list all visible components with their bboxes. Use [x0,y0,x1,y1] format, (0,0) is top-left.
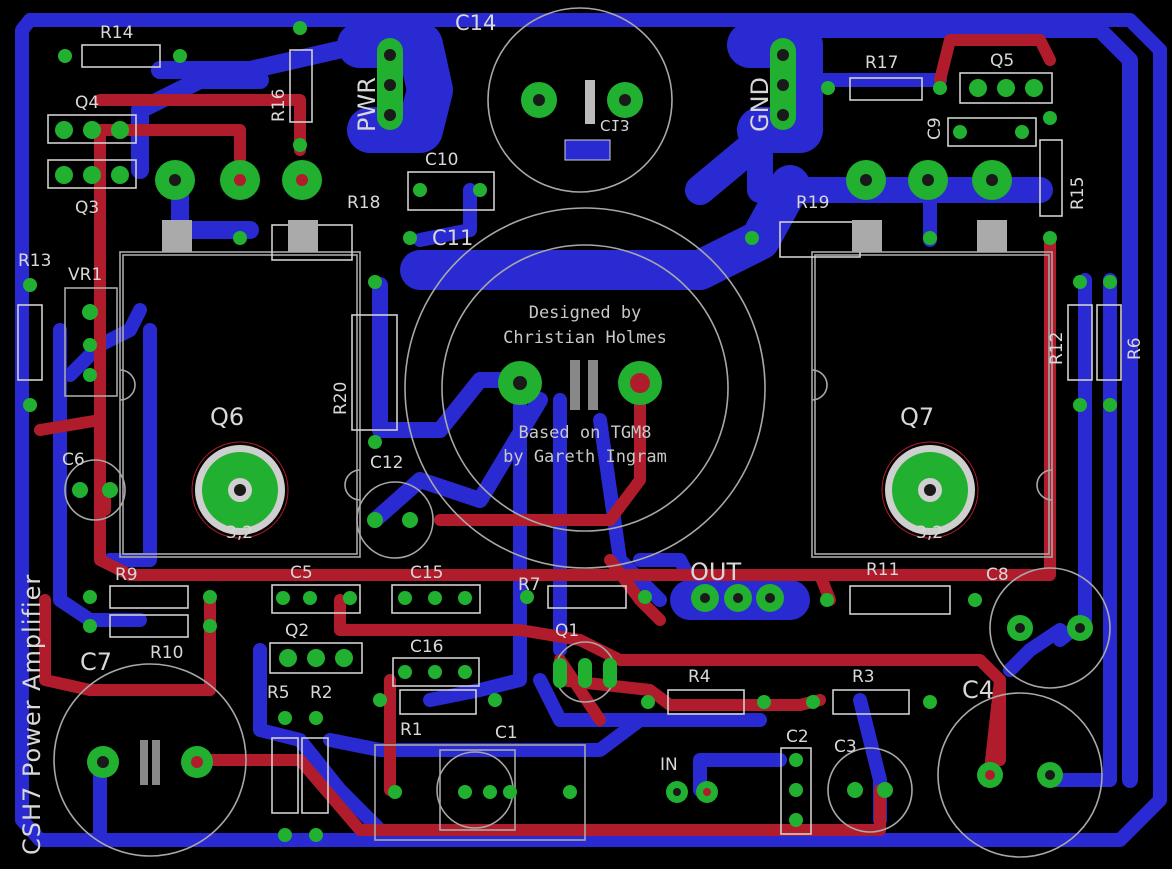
pads-layer [23,21,1117,842]
label-c12: C12 [370,453,404,473]
label-c2: C2 [786,727,809,747]
c13-mirrored-marking: C13 [600,116,630,134]
label-q7: Q7 [900,403,934,431]
mount-marking-q6: 3,2 [226,523,253,543]
label-r9: R9 [115,565,138,585]
connector-in-label: IN [660,755,678,775]
label-r5: R5 [267,683,290,703]
label-r12: R12 [1047,332,1067,365]
label-r14: R14 [100,23,133,43]
label-c11: C11 [432,226,473,250]
label-q1: Q1 [555,621,579,641]
label-r20: R20 [331,382,351,415]
label-r1: R1 [400,720,423,740]
label-q3: Q3 [75,198,99,218]
credit-line-2: Christian Holmes [503,328,667,348]
silkscreen-text: CSH7 Power Amplifier Designed by Christi… [18,11,1145,855]
label-r4: R4 [688,667,711,687]
label-c5: C5 [290,563,313,583]
label-r3: R3 [852,667,875,687]
label-c6: C6 [62,450,85,470]
label-r10: R10 [150,643,183,663]
credit-line-1: Designed by [529,303,642,323]
label-q6: Q6 [210,403,244,431]
label-q2: Q2 [285,621,309,641]
label-c3: C3 [834,737,857,757]
label-c1: C1 [495,723,518,743]
label-c7: C7 [80,648,112,676]
label-c16: C16 [410,637,444,657]
label-r18: R18 [347,193,380,213]
label-r6: R6 [1125,337,1145,360]
label-vr1: VR1 [68,265,102,285]
label-c9: C9 [925,117,945,140]
credit-line-3: Based on TGM8 [518,423,651,443]
label-q5: Q5 [990,51,1014,71]
connector-gnd-label: GND [746,77,774,132]
label-c4: C4 [962,676,994,704]
label-c15: C15 [410,563,444,583]
label-r13: R13 [18,251,51,271]
label-r7: R7 [518,575,541,595]
label-c14: C14 [455,11,496,35]
label-r2: R2 [310,683,333,703]
label-q4: Q4 [75,93,99,113]
label-c10: C10 [425,150,459,170]
label-r15: R15 [1068,177,1088,210]
label-r16: R16 [269,89,289,122]
board-title: CSH7 Power Amplifier [18,574,46,855]
credit-line-4: by Gareth Ingram [503,447,667,467]
label-c8: C8 [986,565,1009,585]
connector-pwr-label: PWR [353,77,381,132]
connector-out-label: OUT [690,558,741,586]
label-r17: R17 [865,53,898,73]
label-r11: R11 [866,560,899,580]
label-r19: R19 [796,193,829,213]
silkscreen-layer [17,7,1122,858]
mount-marking-q7: 3,2 [916,523,943,543]
